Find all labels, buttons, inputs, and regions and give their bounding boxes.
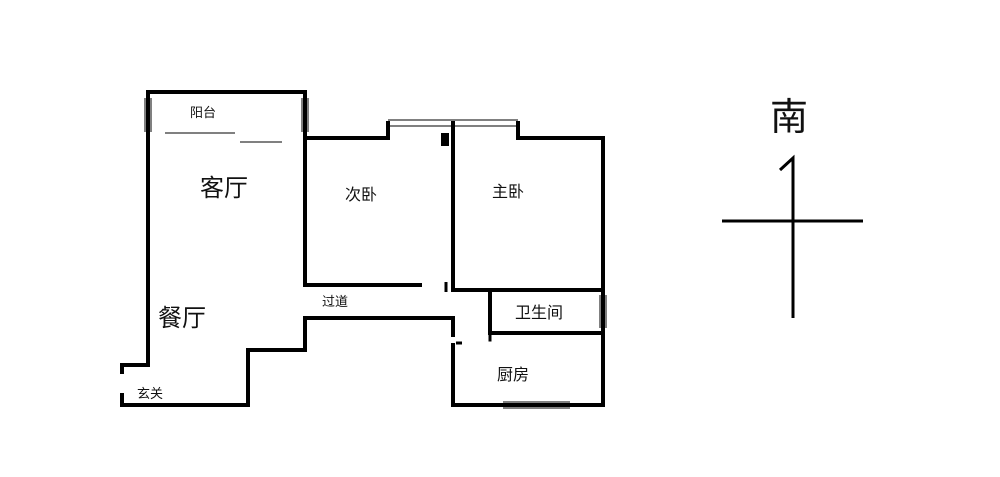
label-kitchen: 厨房 <box>497 365 529 384</box>
label-second-bedroom: 次卧 <box>345 185 377 204</box>
window-balcony-right <box>301 98 309 132</box>
label-living-room: 客厅 <box>200 174 248 202</box>
wall-secondroom-top <box>303 121 390 140</box>
label-bathroom: 卫生间 <box>515 303 563 322</box>
label-balcony: 阳台 <box>190 106 216 121</box>
window-masterroom <box>453 119 518 127</box>
wall-corridor-bottom <box>303 316 455 337</box>
wall-bathroom <box>488 288 605 335</box>
window-secondroom <box>388 119 453 127</box>
wall-left <box>120 90 150 367</box>
window-kitchen <box>503 401 570 409</box>
window-balcony-left <box>144 98 152 132</box>
label-corridor: 过道 <box>322 295 348 310</box>
wall-masterroom-top <box>516 121 605 292</box>
structural-column <box>441 133 449 146</box>
wall-kitchen <box>451 331 605 407</box>
wall-secondroom-left <box>303 136 422 287</box>
compass-label: 南 <box>770 95 808 139</box>
north-arrow-cross-icon <box>722 154 863 318</box>
label-master-bedroom: 主卧 <box>492 182 524 201</box>
balcony-rail <box>165 132 282 143</box>
wall-dining-step <box>120 316 307 407</box>
label-entrance: 玄关 <box>137 387 163 402</box>
window-bathroom <box>599 295 607 328</box>
label-dining-room: 餐厅 <box>158 304 206 332</box>
